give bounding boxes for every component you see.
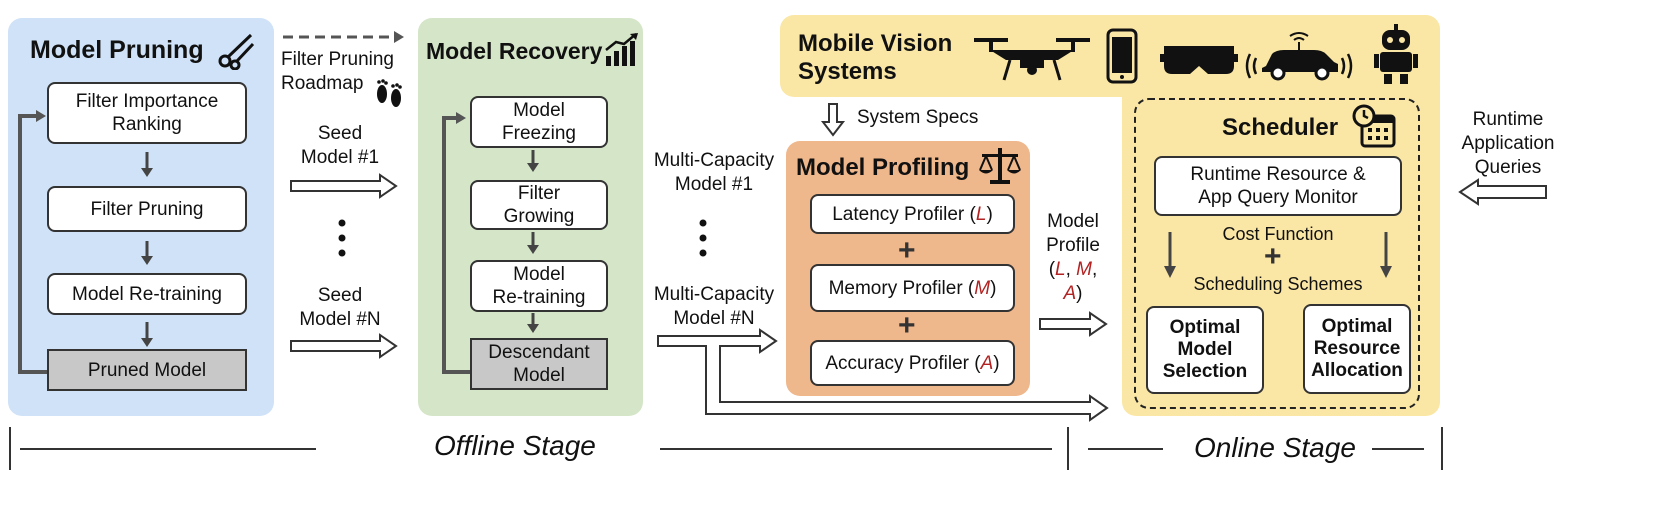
vr-headset-icon bbox=[1160, 46, 1238, 74]
seed-n-arrow bbox=[290, 333, 398, 359]
model-profiling-title: Model Profiling bbox=[796, 154, 970, 181]
accuracy-profiler: Accuracy Profiler (A) bbox=[810, 340, 1015, 386]
runtime-monitor-box: Runtime Resource & App Query Monitor bbox=[1154, 156, 1402, 216]
multi-capacity-model-1-label: Multi-Capacity Model #1 bbox=[653, 150, 775, 195]
filter-growing-step: Filter Growing bbox=[470, 180, 608, 230]
latency-profiler-label: Latency Profiler bbox=[832, 203, 965, 225]
runtime-queries-label: Runtime Application Queries bbox=[1461, 109, 1555, 178]
filter-importance-ranking-step: Filter Importance Ranking bbox=[47, 82, 247, 144]
pruned-model-box: Pruned Model bbox=[47, 349, 247, 391]
multi-capacity-model-n-label: Multi-Capacity Model #N bbox=[653, 284, 775, 329]
scheduler-title: Scheduler bbox=[1222, 114, 1339, 141]
calendar-clock-icon bbox=[1352, 104, 1396, 148]
accuracy-variable: A bbox=[980, 352, 994, 374]
filter-pruning-roadmap-label: Filter Pruning Roadmap bbox=[281, 49, 394, 94]
ellipsis-dot bbox=[699, 249, 707, 257]
model-recovery-title: Model Recovery bbox=[426, 38, 603, 64]
model-profile-vars: (L, M, A) bbox=[1048, 259, 1098, 304]
system-specs-arrow bbox=[820, 103, 846, 137]
model-profile-var-l: L bbox=[1055, 259, 1066, 280]
smartphone-icon bbox=[1106, 28, 1138, 84]
system-specs-label: System Specs bbox=[857, 107, 979, 128]
cost-function-label: Cost Function bbox=[1222, 224, 1334, 244]
model-profile-var-a: A bbox=[1063, 283, 1077, 304]
online-stage-label: Online Stage bbox=[1194, 432, 1356, 463]
scheduling-schemes-label: Scheduling Schemes bbox=[1193, 274, 1363, 294]
connected-car-icon bbox=[1245, 32, 1353, 81]
ellipsis-dot bbox=[699, 219, 707, 227]
mobile-vision-title: Mobile Vision Systems bbox=[798, 30, 953, 85]
offline-stage-label: Offline Stage bbox=[434, 430, 596, 461]
recovery-retraining-step: Model Re-training bbox=[470, 260, 608, 312]
filter-pruning-step: Filter Pruning bbox=[47, 186, 247, 232]
runtime-queries-arrow bbox=[1458, 178, 1547, 206]
memory-variable: M bbox=[974, 277, 991, 299]
recovery-loop-arrow bbox=[442, 116, 470, 374]
seed-1-arrow bbox=[290, 173, 398, 199]
growth-chart-icon bbox=[605, 33, 638, 66]
model-pruning-title: Model Pruning bbox=[30, 36, 204, 64]
scheduler-plus: + bbox=[1264, 240, 1282, 273]
scissors-icon bbox=[218, 33, 255, 70]
ellipsis-dot bbox=[338, 234, 346, 242]
optimal-resource-allocation-box: Optimal Resource Allocation bbox=[1303, 304, 1411, 394]
model-retraining-step: Model Re-training bbox=[47, 273, 247, 315]
optimal-model-selection-box: Optimal Model Selection bbox=[1146, 306, 1264, 394]
ellipsis-dot bbox=[338, 219, 346, 227]
latency-variable: L bbox=[975, 203, 987, 225]
robot-icon bbox=[1374, 24, 1418, 84]
model-profile-var-m: M bbox=[1076, 259, 1092, 280]
model-profile-arrow bbox=[1039, 311, 1108, 337]
accuracy-profiler-label: Accuracy Profiler bbox=[825, 352, 969, 374]
multi-capacity-arrow bbox=[657, 328, 1109, 422]
profiling-plus-2: + bbox=[898, 309, 916, 342]
drone-icon bbox=[974, 38, 1090, 81]
ellipsis-dot bbox=[699, 234, 707, 242]
seed-model-1-label: Seed Model #1 bbox=[300, 123, 380, 168]
model-profile-label: Model Profile bbox=[1046, 211, 1100, 256]
memory-profiler-label: Memory Profiler bbox=[828, 277, 963, 299]
pruning-loop-arrow bbox=[18, 114, 48, 374]
profiling-plus-1: + bbox=[898, 234, 916, 267]
descendant-model-box: Descendant Model bbox=[470, 338, 608, 390]
footprints-icon bbox=[377, 79, 402, 107]
model-freezing-step: Model Freezing bbox=[470, 96, 608, 148]
ellipsis-dot bbox=[338, 249, 346, 257]
memory-profiler: Memory Profiler (M) bbox=[810, 264, 1015, 312]
seed-model-n-label: Seed Model #N bbox=[299, 285, 381, 330]
latency-profiler: Latency Profiler (L) bbox=[810, 194, 1015, 234]
balance-scale-icon bbox=[979, 148, 1021, 184]
